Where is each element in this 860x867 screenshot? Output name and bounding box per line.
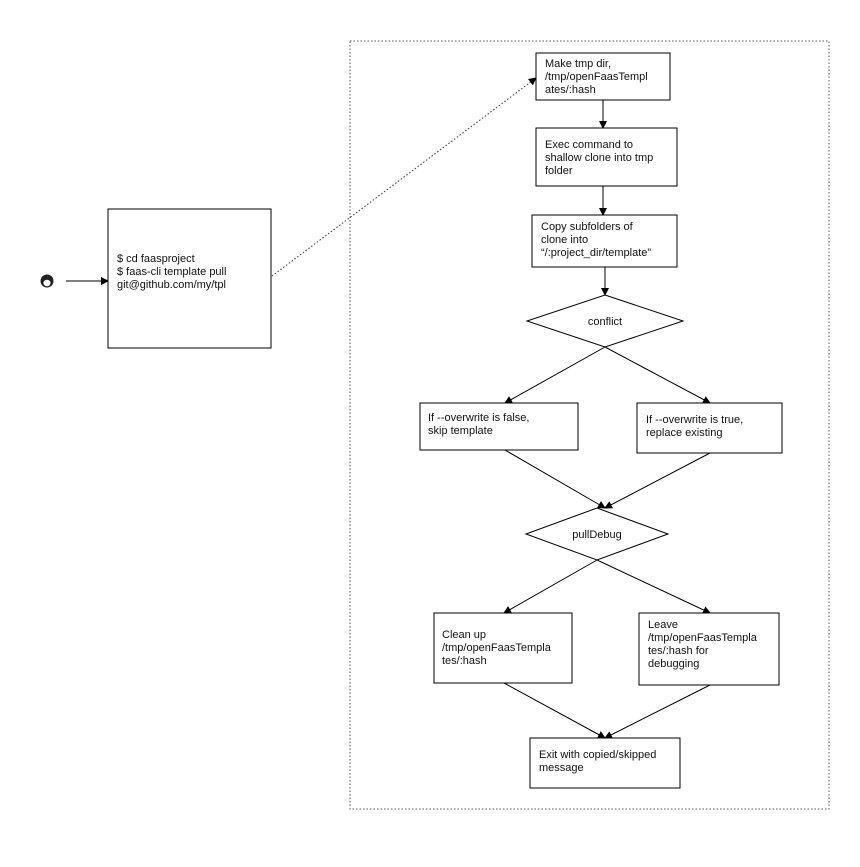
decision-shape <box>525 294 685 348</box>
edge-cli-to-mktmp <box>271 77 537 277</box>
node-text-line: If --overwrite is true, <box>646 414 743 426</box>
node-text-line: Leave <box>648 619 678 631</box>
node-text-line: If --overwrite is false, <box>428 412 529 424</box>
process-box <box>107 208 272 349</box>
process-box <box>433 612 573 684</box>
node-text-line: clone into <box>541 234 588 246</box>
edge-cleanup-to-exit <box>503 682 606 739</box>
node-text-line: Copy subfolders of <box>541 221 634 233</box>
node-text-line: Exit with copied/skipped <box>539 749 656 761</box>
node-text-line: /tmp/openFaasTempla <box>648 632 758 644</box>
process-box <box>638 612 780 686</box>
process-box <box>535 52 671 101</box>
node-text-line: $ faas-cli template pull <box>117 266 226 278</box>
node-text-line: git@github.com/my/tpl <box>117 279 226 291</box>
node-replace: If --overwrite is true,replace existing <box>636 402 783 454</box>
edge-leave-to-exit <box>604 684 711 739</box>
node-text-line: ates/:hash <box>545 84 596 96</box>
edge-conflict-to-skip <box>504 346 606 404</box>
node-pulldebug: pullDebug <box>524 507 670 561</box>
node-skip: If --overwrite is false,skip template <box>419 402 579 451</box>
node-text-line: shallow clone into tmp <box>545 152 653 164</box>
edge-replace-to-pulldebug <box>604 452 711 509</box>
node-text-line: “/:project_dir/template” <box>541 247 651 259</box>
edges-layer <box>66 77 711 739</box>
decision-label: pullDebug <box>572 529 622 541</box>
nodes-layer: $ cd faasproject$ faas-cli template pull… <box>107 52 783 789</box>
process-box <box>535 127 678 187</box>
node-text-line: $ cd faasproject <box>117 253 195 265</box>
node-cli: $ cd faasproject$ faas-cli template pull… <box>107 208 272 349</box>
node-text-line: Exec command to <box>545 139 633 151</box>
node-text-line: tes/:hash <box>442 655 487 667</box>
node-text-line: message <box>539 762 584 774</box>
edge-skip-to-pulldebug <box>504 449 606 509</box>
process-box <box>636 402 783 454</box>
edge-pulldebug-to-cleanup <box>503 559 598 614</box>
process-frame <box>349 40 830 810</box>
user-avatar-icon <box>31 264 65 298</box>
node-conflict: conflict <box>525 294 685 348</box>
process-box <box>419 402 579 451</box>
process-box <box>529 737 681 789</box>
node-text-line: Clean up <box>442 629 486 641</box>
node-text-line: folder <box>545 165 573 177</box>
node-text-line: /tmp/openFaasTempla <box>442 642 552 654</box>
node-mktmp: Make tmp dir,/tmp/openFaasTemplates/:has… <box>535 52 671 101</box>
node-text-line: Make tmp dir, <box>545 58 611 70</box>
node-text-line: debugging <box>648 658 699 670</box>
decision-shape <box>524 507 670 561</box>
decision-label: conflict <box>588 316 622 328</box>
node-text-line: skip template <box>428 425 493 437</box>
node-text-line: tes/:hash for <box>648 645 709 657</box>
edge-pulldebug-to-leave <box>596 559 711 614</box>
process-box <box>531 214 678 268</box>
edge-conflict-to-replace <box>604 346 711 404</box>
node-text-line: /tmp/openFaasTempl <box>545 71 648 83</box>
node-text-line: replace existing <box>646 427 722 439</box>
